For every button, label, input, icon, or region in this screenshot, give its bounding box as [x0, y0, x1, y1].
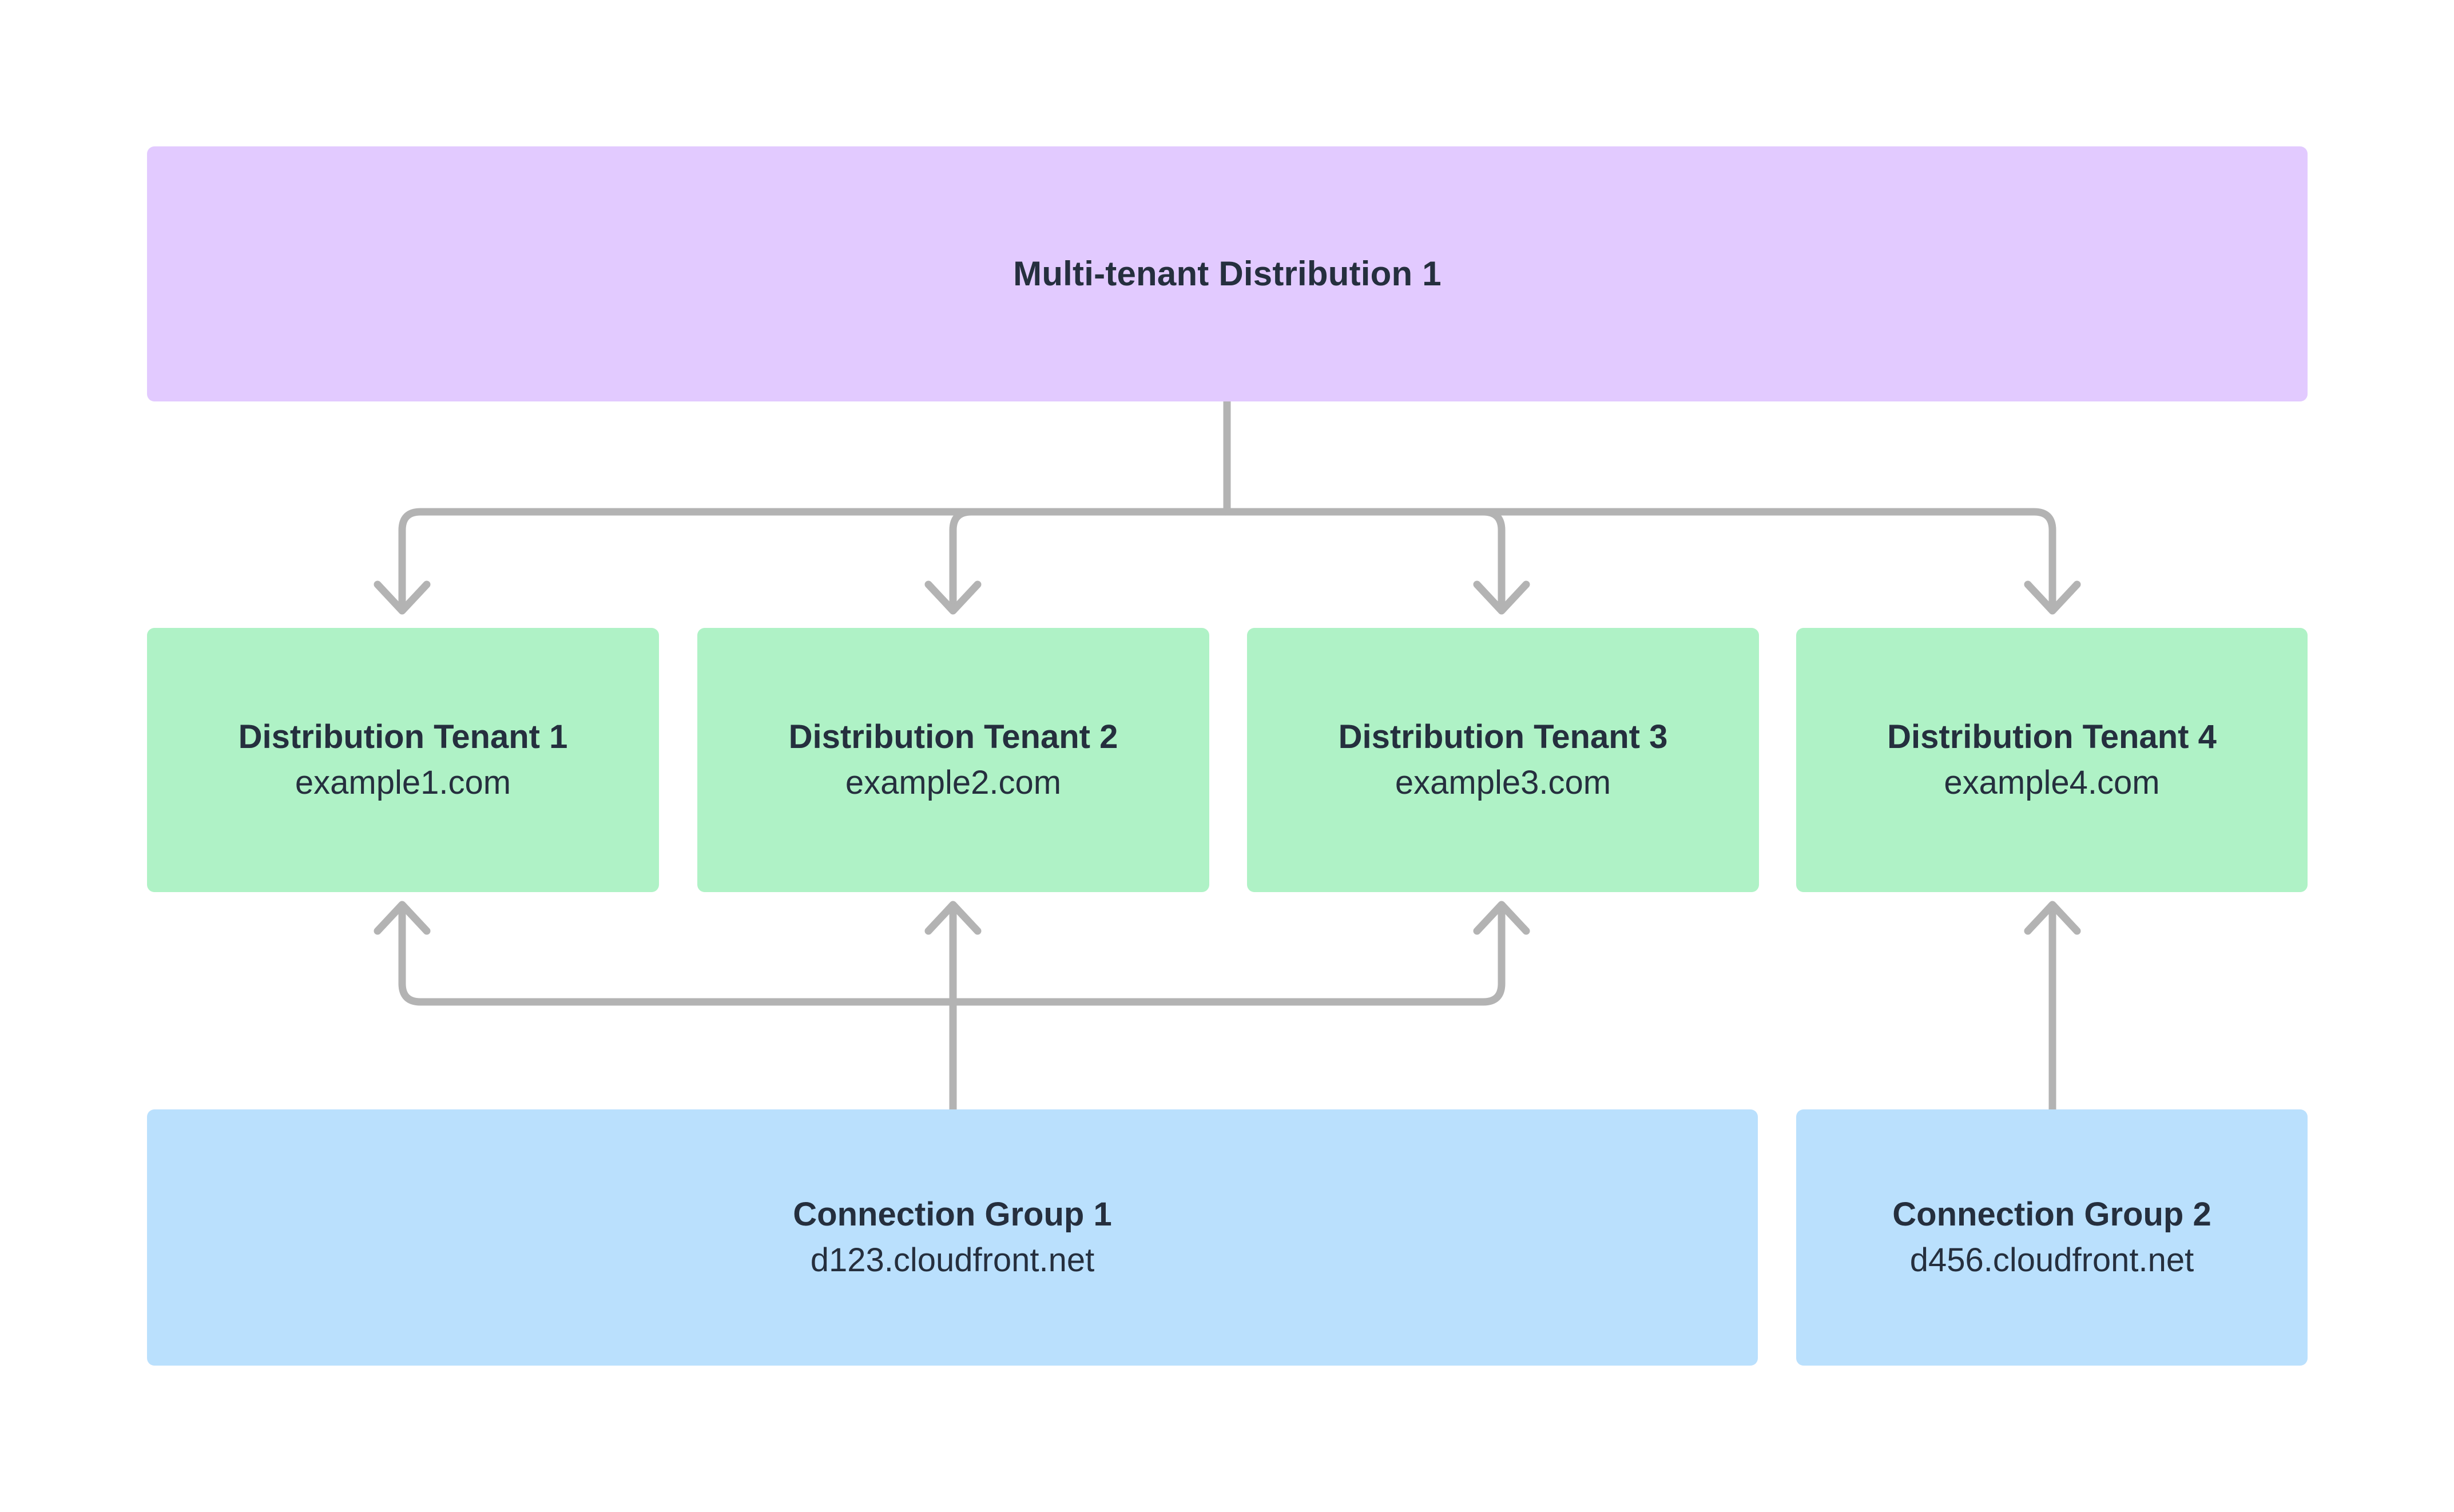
node-distribution-tenant-4-label: Distribution Tenant 4 [1887, 718, 2217, 756]
arrowhead-group2-tenant-4 [2024, 901, 2081, 935]
edge-root-to-tenant-4 [1223, 508, 2056, 613]
node-connection-group-2[interactable]: Connection Group 2 d456.cloudfront.net [1796, 1109, 2308, 1366]
node-distribution-tenant-3-domain: example3.com [1395, 764, 1611, 801]
node-distribution-tenant-4[interactable]: Distribution Tenant 4 example4.com [1796, 628, 2308, 892]
arrowhead-tenant-4 [2024, 580, 2081, 615]
arrowhead-tenant-2 [924, 580, 982, 615]
arrowhead-tenant-3 [1473, 580, 1530, 615]
node-multi-tenant-distribution-label: Multi-tenant Distribution 1 [1013, 254, 1442, 293]
node-distribution-tenant-3[interactable]: Distribution Tenant 3 example3.com [1247, 628, 1759, 892]
node-distribution-tenant-1-label: Distribution Tenant 1 [238, 718, 568, 756]
node-connection-group-1[interactable]: Connection Group 1 d123.cloudfront.net [147, 1109, 1758, 1366]
node-connection-group-2-domain: d456.cloudfront.net [1909, 1242, 2194, 1279]
node-connection-group-1-domain: d123.cloudfront.net [810, 1242, 1095, 1279]
edge-root-to-tenant-3 [1223, 508, 1506, 613]
node-connection-group-2-label: Connection Group 2 [1892, 1196, 2211, 1234]
arrowhead-group1-tenant-3 [1473, 901, 1530, 935]
edge-root-to-tenant-1 [398, 508, 1231, 613]
edge-group1-to-tenant-1 [398, 902, 957, 1006]
node-connection-group-1-label: Connection Group 1 [793, 1196, 1112, 1234]
node-distribution-tenant-2-domain: example2.com [845, 764, 1062, 801]
node-distribution-tenant-1[interactable]: Distribution Tenant 1 example1.com [147, 628, 659, 892]
arrowhead-tenant-1 [374, 580, 431, 615]
node-multi-tenant-distribution[interactable]: Multi-tenant Distribution 1 [147, 146, 2308, 401]
node-distribution-tenant-3-label: Distribution Tenant 3 [1338, 718, 1668, 756]
node-distribution-tenant-1-domain: example1.com [295, 764, 511, 801]
edge-root-to-tenant-2 [949, 508, 1231, 613]
node-distribution-tenant-4-domain: example4.com [1944, 764, 2160, 801]
arrowhead-group1-tenant-1 [374, 901, 431, 935]
arrowhead-group1-tenant-2 [924, 901, 982, 935]
edge-group1-to-tenant-3 [949, 902, 1506, 1006]
node-distribution-tenant-2-label: Distribution Tenant 2 [788, 718, 1118, 756]
node-distribution-tenant-2[interactable]: Distribution Tenant 2 example2.com [697, 628, 1209, 892]
